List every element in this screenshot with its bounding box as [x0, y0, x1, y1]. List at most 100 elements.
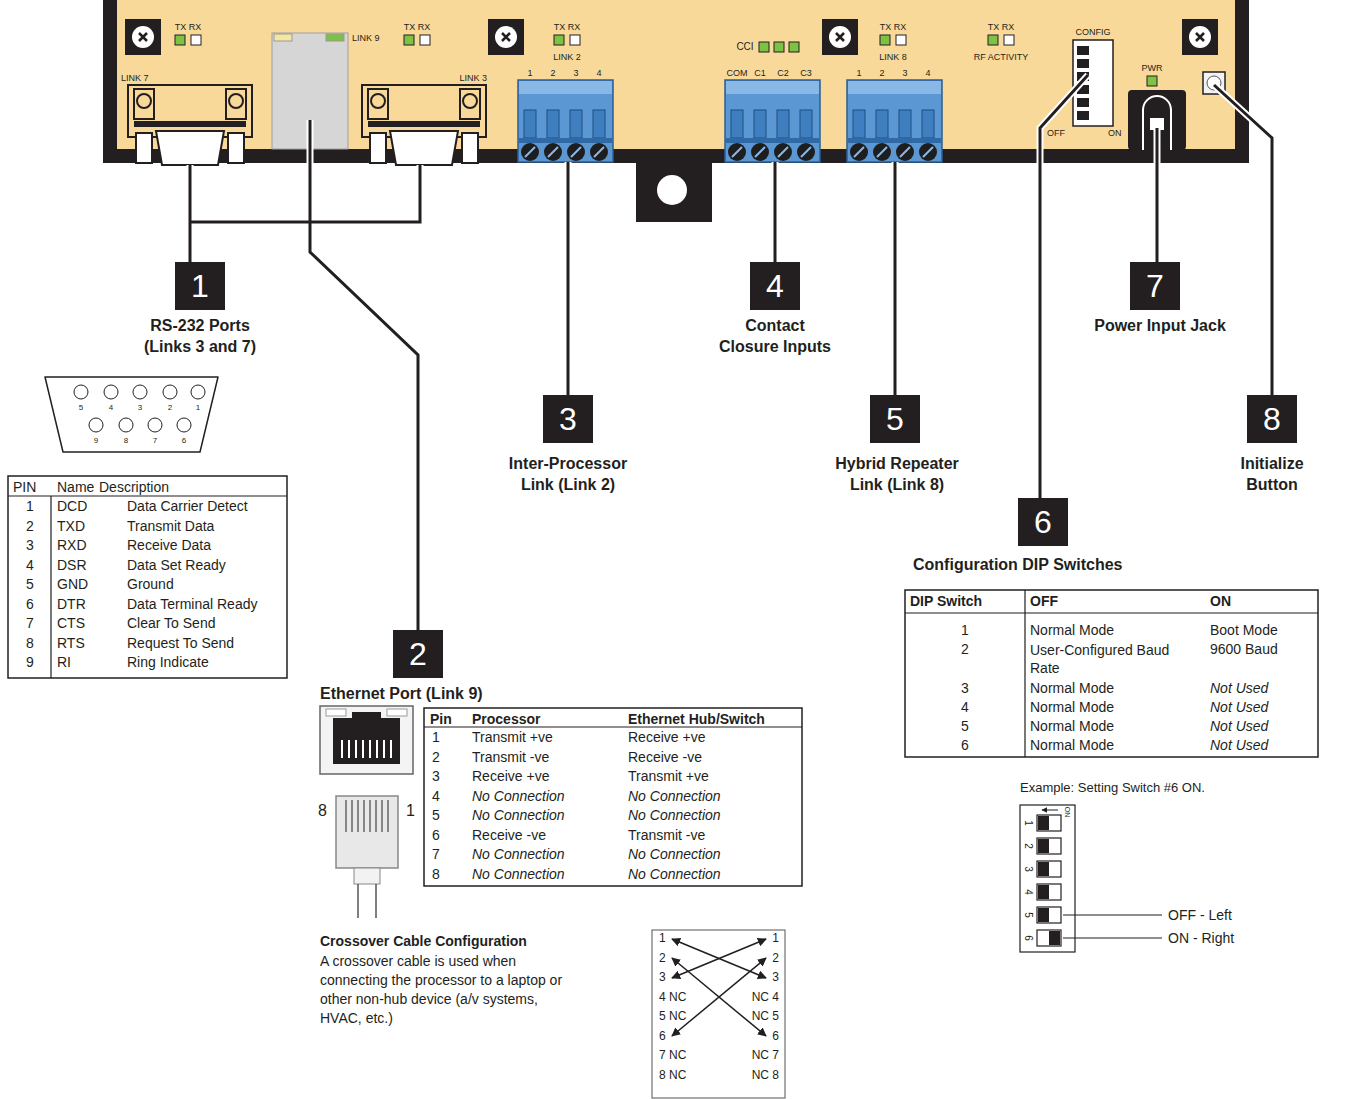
pin-circle	[163, 385, 177, 399]
table-cell: Normal Mode	[1030, 737, 1114, 753]
rj45-socket	[387, 709, 407, 716]
leader-lines	[190, 75, 1272, 630]
callout-box: 1RS-232 Ports (Links 3 and 7)	[175, 262, 225, 310]
callout-number: 6	[1034, 506, 1052, 538]
table-cell: 5	[26, 576, 34, 592]
pin-number: NC 8	[752, 1069, 779, 1083]
db9-connector	[128, 85, 252, 165]
screw-symbol	[125, 19, 161, 55]
table-cell: Normal Mode	[1030, 718, 1114, 734]
pin-number: 2	[659, 952, 666, 966]
table-cell: Not Used	[1210, 737, 1268, 753]
table-header: DIP Switch	[910, 593, 982, 609]
table-cell: GND	[57, 576, 88, 592]
pin-number: 3	[659, 971, 666, 985]
annotation: ON - Right	[1168, 930, 1234, 946]
table-cell: TXD	[57, 518, 85, 534]
led	[1147, 76, 1157, 86]
terminal-block	[725, 80, 820, 162]
callout-title: RS-232 Ports (Links 3 and 7)	[138, 315, 263, 357]
db9-pinout-figure	[8, 377, 287, 678]
crossover-figure	[652, 930, 785, 1098]
panel-label: CONFIG	[1076, 27, 1111, 37]
pin-number: 3	[138, 403, 142, 412]
led-pair	[175, 35, 201, 45]
table-cell: RXD	[57, 537, 87, 553]
table-border	[424, 708, 802, 886]
led	[774, 42, 784, 52]
pin-circle	[74, 385, 205, 432]
rj45-socket	[333, 718, 400, 764]
switch-slider	[1038, 885, 1049, 899]
table-cell: 4	[961, 699, 969, 715]
panel-label: C3	[800, 68, 812, 78]
table-cell: No Connection	[628, 788, 721, 804]
panel-label: 1	[856, 68, 861, 78]
callout-title: Ethernet Port (Link 9)	[320, 683, 483, 704]
table-header: ON	[1210, 593, 1231, 609]
switch-slot	[1037, 907, 1061, 923]
table-cell: 3	[432, 768, 440, 784]
panel-label: C1	[754, 68, 766, 78]
mounting-hole	[657, 175, 687, 205]
mounting-tab	[636, 149, 712, 222]
on-arrow	[1042, 810, 1058, 811]
callout-title: Initialize Button	[1222, 453, 1322, 495]
table-rule	[905, 590, 1318, 757]
callout-title: Configuration DIP Switches	[913, 554, 1123, 575]
ethernet-figure	[320, 706, 802, 918]
switch-label: ON	[1063, 807, 1071, 818]
panel-label: LINK 7	[121, 73, 149, 83]
table-cell: Receive -ve	[472, 827, 546, 843]
switch-number: 3	[1022, 866, 1034, 872]
callout-number: 3	[559, 403, 577, 435]
rj45-socket	[320, 706, 413, 774]
note: A crossover cable is used when connectin…	[320, 952, 570, 1028]
switch-slider	[1038, 862, 1049, 876]
table-cell: Normal Mode	[1030, 680, 1114, 696]
table-cell: Ring Indicate	[127, 654, 209, 670]
rj45-contacts	[346, 800, 388, 832]
callout-title: Inter-Processor Link (Link 2)	[501, 453, 636, 495]
table-cell: 6	[961, 737, 969, 753]
table-cell: Receive +ve	[628, 729, 705, 745]
leader-line	[1063, 915, 1162, 938]
table-cell: Ground	[127, 576, 174, 592]
table-cell: 1	[26, 498, 34, 514]
panel-label: ON	[1108, 128, 1122, 138]
switch-slot	[1037, 884, 1061, 900]
pin-circle	[104, 385, 118, 399]
terminal-block	[847, 80, 942, 162]
table-cell: 1	[961, 622, 969, 638]
panel-label: LINK 2	[553, 52, 581, 62]
table-cell: 9	[26, 654, 34, 670]
pin-number: 4 NC	[659, 991, 686, 1005]
table-cell: Transmit Data	[127, 518, 214, 534]
callout-number: 7	[1146, 270, 1164, 302]
table-border	[8, 476, 287, 678]
db9-outline	[45, 377, 218, 452]
panel-label: 1	[527, 68, 532, 78]
panel-label: COM	[727, 68, 748, 78]
pin-number: 5	[79, 403, 83, 412]
pin-number: 2	[168, 403, 172, 412]
callout-number: 2	[409, 638, 427, 670]
table-cell: Receive Data	[127, 537, 211, 553]
panel-label: 2	[550, 68, 555, 78]
pin-number: 8	[318, 802, 327, 820]
switch-number: 6	[1022, 935, 1034, 941]
table-header: Processor	[472, 711, 540, 727]
table-cell: Boot Mode	[1210, 622, 1278, 638]
pin-number: 2	[772, 952, 779, 966]
table-cell: 2	[26, 518, 34, 534]
figure-title: Crossover Cable Configuration	[320, 933, 527, 949]
callout-number: 1	[191, 270, 209, 302]
callout-title: Hybrid Repeater Link (Link 8)	[830, 453, 965, 495]
dip-example-figure	[1020, 805, 1162, 952]
table-cell: 8	[432, 866, 440, 882]
pin-number: NC 5	[752, 1010, 779, 1024]
table-cell: Not Used	[1210, 699, 1268, 715]
table-cell: Normal Mode	[1030, 622, 1114, 638]
pin-number: NC 7	[752, 1049, 779, 1063]
panel-label: TX RX	[404, 22, 431, 32]
